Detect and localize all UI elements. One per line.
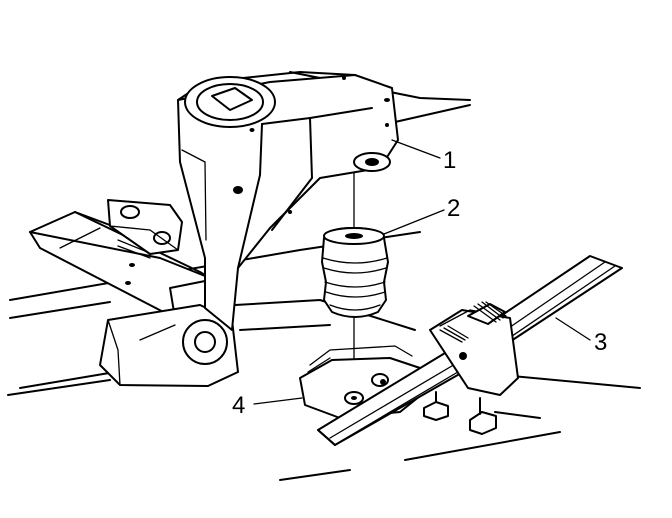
leader-2 bbox=[383, 209, 445, 235]
callout-1: 1 bbox=[443, 147, 456, 174]
callout-leaders bbox=[253, 139, 591, 405]
side-bracket bbox=[107, 199, 183, 255]
leader-4 bbox=[253, 397, 303, 405]
crossmember-bushing bbox=[99, 304, 239, 387]
callout-2: 2 bbox=[447, 195, 460, 222]
callout-3: 3 bbox=[594, 329, 607, 356]
jounce-bumper bbox=[321, 227, 389, 318]
u-bolt-clamp bbox=[380, 301, 519, 435]
frame-bracket bbox=[177, 71, 399, 331]
leader-1 bbox=[391, 139, 441, 159]
leader-3 bbox=[555, 317, 591, 341]
callout-4: 4 bbox=[232, 392, 245, 419]
